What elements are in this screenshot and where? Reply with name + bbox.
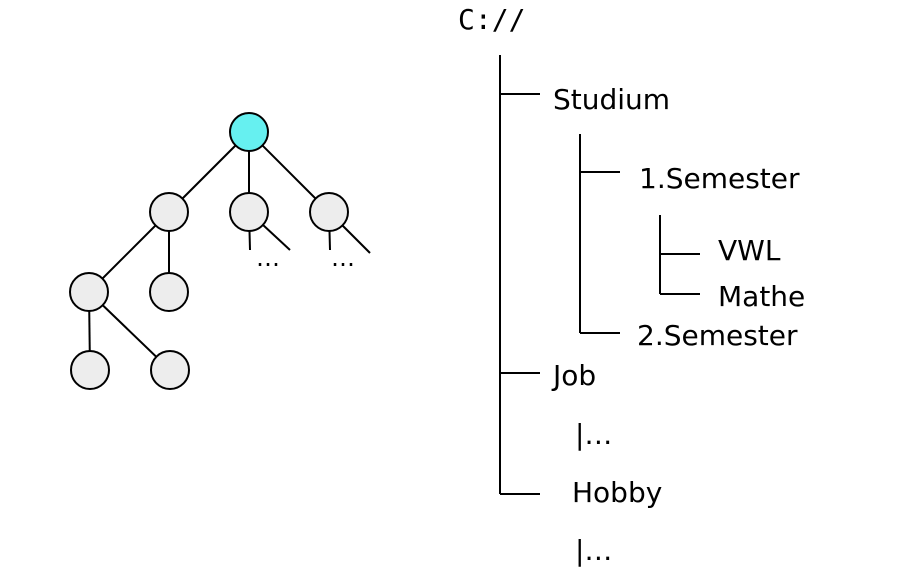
root-drive-label: C:// — [458, 3, 525, 36]
folder-studium: Studium — [553, 83, 670, 116]
folder-vwl: VWL — [718, 234, 781, 267]
folder-hobby: Hobby — [572, 476, 662, 509]
child-node — [309, 192, 349, 232]
child-node — [149, 192, 189, 232]
ellipsis-label: … — [331, 244, 355, 272]
child-node — [229, 192, 269, 232]
folder-job: Job — [551, 359, 596, 392]
folder-hobby-more: |… — [575, 534, 612, 567]
folder-mathe: Mathe — [718, 280, 805, 313]
child-node — [70, 350, 110, 390]
directory-tree: C:// Studium 1.Semester VWL Mathe 2.Seme… — [458, 3, 805, 567]
child-node — [150, 350, 190, 390]
folder-job-more: |… — [575, 418, 612, 451]
ellipsis-label: … — [256, 244, 280, 272]
folder-semester-1: 1.Semester — [639, 162, 800, 195]
graph-tree: … … — [69, 112, 371, 390]
child-node — [149, 272, 189, 312]
folder-semester-2: 2.Semester — [637, 319, 798, 352]
root-node — [229, 112, 269, 152]
child-node — [69, 272, 109, 312]
